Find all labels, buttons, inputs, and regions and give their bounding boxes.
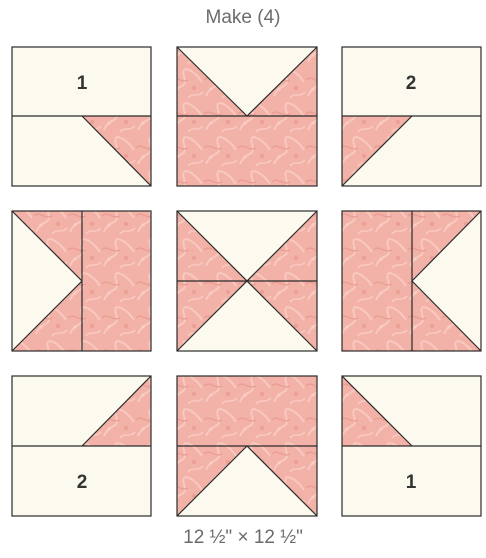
- block-top-left: 1: [12, 47, 151, 186]
- block-center: [177, 211, 317, 351]
- block-number-label: 1: [406, 472, 417, 493]
- block-bottom-right: 1: [342, 376, 481, 516]
- block-mid-right: [342, 211, 481, 351]
- block-size-caption: 12 ½" × 12 ½": [0, 527, 486, 549]
- block-mid-left: [12, 211, 151, 351]
- block-top-center: [177, 47, 317, 186]
- block-bottom-left: 2: [12, 376, 151, 516]
- block-bottom-center: [177, 376, 317, 516]
- block-top-right: 2: [342, 47, 481, 186]
- block-number-label: 2: [406, 73, 417, 94]
- block-number-label: 2: [77, 472, 88, 493]
- block-number-label: 1: [77, 73, 88, 94]
